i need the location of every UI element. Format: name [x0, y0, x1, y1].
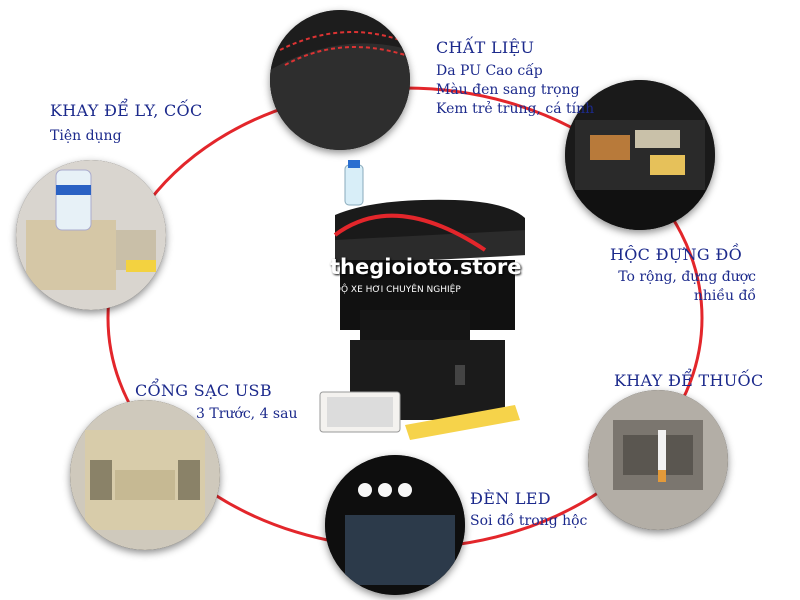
usb-port-photo	[70, 400, 220, 550]
usb-port-description: 3 Trước, 4 sau	[196, 405, 297, 424]
usb-port-title: CỔNG SẠC USB	[135, 381, 272, 400]
material-line: Da PU Cao cấp	[436, 63, 543, 79]
cup-tray-description: Tiện dụng	[50, 127, 122, 146]
led-light-title: ĐÈN LED	[470, 489, 551, 508]
ashtray-title: KHAY ĐỂ THUỐC	[614, 371, 764, 390]
material-line: Màu đen sang trọng	[436, 82, 580, 98]
ashtray-photo	[588, 390, 728, 530]
brand-tagline: ĐỘ XE HƠI CHUYÊN NGHIỆP	[334, 285, 461, 295]
material-line: Kem trẻ trung, cá tính	[436, 101, 595, 117]
usb-port-line: 3 Trước, 4 sau	[196, 406, 298, 422]
material-description: Da PU Cao cấp Màu đen sang trọng Kem trẻ…	[436, 62, 594, 119]
storage-box-title: HỘC ĐỰNG ĐỒ	[610, 245, 742, 264]
cup-tray-line: Tiện dụng	[50, 128, 122, 144]
storage-box-line: nhiều đồ	[693, 288, 756, 304]
brand-watermark: thegioioto.store	[330, 255, 522, 279]
led-light-line: Soi đồ trong hộc	[470, 513, 588, 529]
storage-box-line: To rộng, đựng được	[618, 269, 756, 285]
led-light-photo	[325, 455, 465, 595]
cup-tray-title: KHAY ĐỂ LY, CỐC	[50, 101, 203, 120]
storage-box-description: To rộng, đựng được nhiều đồ	[600, 268, 756, 306]
material-photo	[270, 10, 410, 150]
cup-tray-photo	[16, 160, 166, 310]
material-title: CHẤT LIỆU	[436, 38, 535, 57]
storage-box-photo	[565, 80, 715, 230]
led-light-description: Soi đồ trong hộc	[470, 512, 587, 531]
armrest-product-image	[319, 160, 525, 440]
